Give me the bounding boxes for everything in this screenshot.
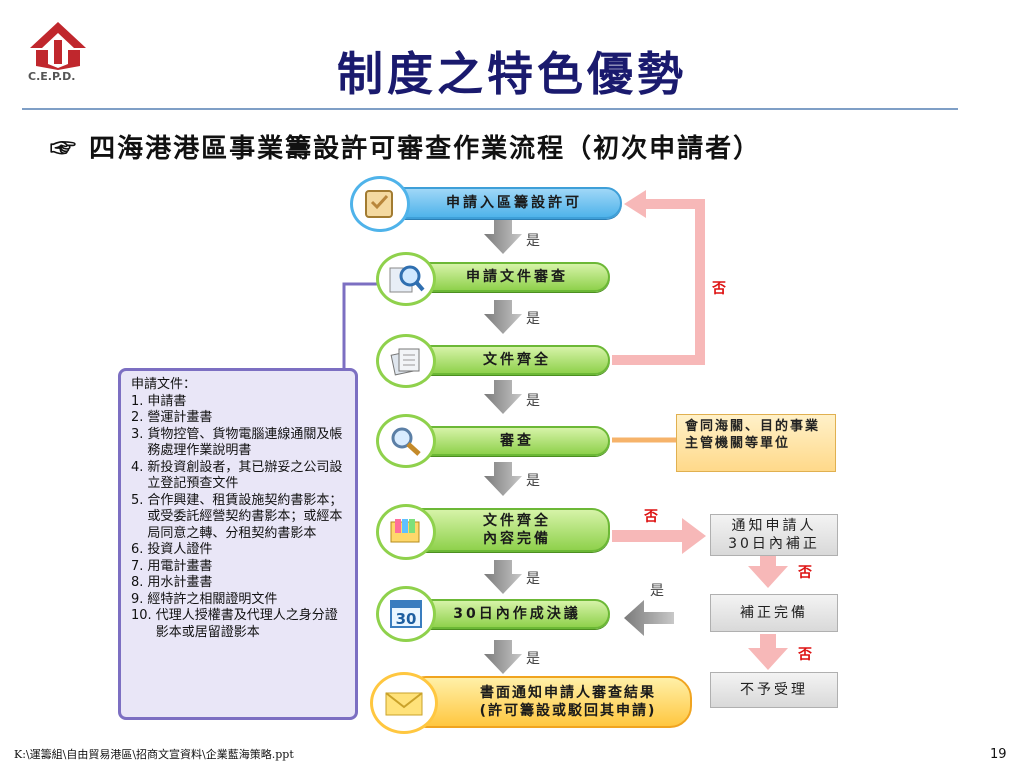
down-arrow-1 — [484, 220, 522, 254]
down-arrow-6 — [484, 640, 522, 674]
box-supplement-complete: 補正完備 — [710, 594, 838, 632]
document-item-number: 10. — [131, 608, 152, 623]
edge-label-no-1: 否 — [712, 281, 726, 297]
edge-label-yes-4: 是 — [526, 473, 540, 489]
folders-icon — [376, 504, 436, 560]
document-item-number: 8. — [131, 575, 144, 590]
magnifying-glass-icon — [376, 414, 436, 468]
agency-coordination-note: 會同海關、目的事業主管機關等單位 — [676, 414, 836, 472]
edge-label-yes-2: 是 — [526, 311, 540, 327]
box-notify-supplement: 通知申請人 30日內補正 — [710, 514, 838, 556]
document-item-number: 6. — [131, 542, 144, 557]
calendar-icon: 30 — [376, 586, 436, 642]
document-item-number: 9. — [131, 591, 144, 607]
document-item: 2.營運計畫書 — [131, 410, 345, 427]
down-arrow-4 — [484, 462, 522, 496]
document-item: 1.申請書 — [131, 394, 345, 411]
clipboard-icon — [350, 176, 410, 232]
document-stack-icon — [376, 334, 436, 388]
step-written-notice: 書面通知申請人審查結果 (許可籌設或駁回其申請) — [404, 676, 692, 728]
document-item-text: 合作興建、租賃設施契約書影本；或受委託經營契約書影本；或經本局同意之轉、分租契約… — [147, 492, 343, 541]
box-not-accepted: 不予受理 — [710, 672, 838, 708]
down-arrow-2 — [484, 300, 522, 334]
footer-file-path: K:\運籌組\自由貿易港區\招商文宣資料\企業藍海策略.ppt — [14, 748, 294, 761]
document-item-number: 5. — [131, 492, 144, 508]
document-item-text: 貨物控管、貨物電腦連線通關及帳務處理作業說明書 — [147, 426, 343, 459]
document-item-text: 營運計畫書 — [147, 410, 213, 425]
magnifier-documents-icon — [376, 252, 436, 306]
document-item: 8.用水計畫書 — [131, 575, 345, 592]
edge-label-yes-1: 是 — [526, 233, 540, 249]
edge-label-yes-7: 是 — [650, 583, 664, 599]
document-item: 3.貨物控管、貨物電腦連線通關及帳務處理作業說明書 — [131, 427, 345, 460]
step-apply-permit: 申請入區籌設許可 — [380, 187, 622, 219]
edge-label-yes-5: 是 — [526, 571, 540, 587]
document-item: 9.經特許之相關證明文件 — [131, 592, 345, 609]
document-item-text: 代理人授權書及代理人之身分證影本或居留證影本 — [155, 608, 338, 640]
yes-arrow-left — [624, 600, 674, 636]
document-item-text: 用電計畫書 — [147, 558, 213, 574]
page-number: 19 — [990, 747, 1007, 762]
document-item: 7.用電計畫書 — [131, 559, 345, 576]
document-item-number: 4. — [131, 459, 144, 475]
document-item-number: 3. — [131, 426, 144, 442]
page-title: 制度之特色優勢 — [337, 47, 687, 101]
required-documents-panel: 申請文件： 1.申請書 2.營運計畫書 3.貨物控管、貨物電腦連線通關及帳務處理… — [118, 368, 358, 720]
down-arrow-5 — [484, 560, 522, 594]
document-item-text: 投資人證件 — [147, 542, 213, 557]
document-item: 6.投資人證件 — [131, 542, 345, 559]
document-item-text: 新投資創設者，其已辦妥之公司設立登記預查文件 — [147, 459, 343, 492]
edge-label-yes-3: 是 — [526, 393, 540, 409]
edge-label-yes-6: 是 — [526, 651, 540, 667]
step-decision-30-days: 30日內作成決議 — [404, 599, 610, 629]
return-loop-line — [612, 199, 705, 365]
edge-label-no-2: 否 — [644, 509, 658, 525]
document-item-number: 7. — [131, 558, 144, 574]
document-item: 5.合作興建、租賃設施契約書影本；或受委託經營契約書影本；或經本局同意之轉、分租… — [131, 493, 345, 543]
no-arrow-down-1 — [748, 552, 788, 588]
no-arrow-down-2 — [748, 634, 788, 670]
subtitle-text: 四海港港區事業籌設許可審查作業流程（初次申請者） — [89, 134, 762, 164]
edge-label-no-3: 否 — [798, 565, 812, 581]
documents-connector-line — [342, 282, 386, 370]
document-item: 4.新投資創設者，其已辦妥之公司設立登記預查文件 — [131, 460, 345, 493]
document-item-number: 1. — [131, 393, 144, 409]
no-arrow-right — [612, 518, 706, 554]
document-item-text: 經特許之相關證明文件 — [147, 591, 278, 607]
documents-heading: 申請文件： — [131, 377, 197, 392]
step-documents-complete: 文件齊全 — [404, 345, 610, 375]
return-loop-arrow — [624, 190, 646, 218]
step-documents-content-complete: 文件齊全 內容完備 — [404, 508, 610, 552]
logo-text: C.E.P.D. — [28, 70, 76, 83]
envelope-icon — [370, 672, 438, 734]
pointing-hand-icon: ☞ — [50, 134, 79, 164]
calendar-icon-text: 30 — [396, 610, 417, 628]
title-divider — [22, 108, 958, 110]
document-item: 10.代理人授權書及代理人之身分證影本或居留證影本 — [131, 608, 345, 641]
edge-label-no-4: 否 — [798, 647, 812, 663]
document-item-text: 申請書 — [147, 393, 187, 409]
cepd-logo-icon — [30, 22, 86, 70]
section-subtitle: ☞ 四海港港區事業籌設許可審查作業流程（初次申請者） — [50, 128, 761, 165]
step-document-review: 申請文件審查 — [404, 262, 610, 292]
document-item-text: 用水計畫書 — [147, 575, 213, 590]
document-item-number: 2. — [131, 410, 144, 425]
down-arrow-3 — [484, 380, 522, 414]
